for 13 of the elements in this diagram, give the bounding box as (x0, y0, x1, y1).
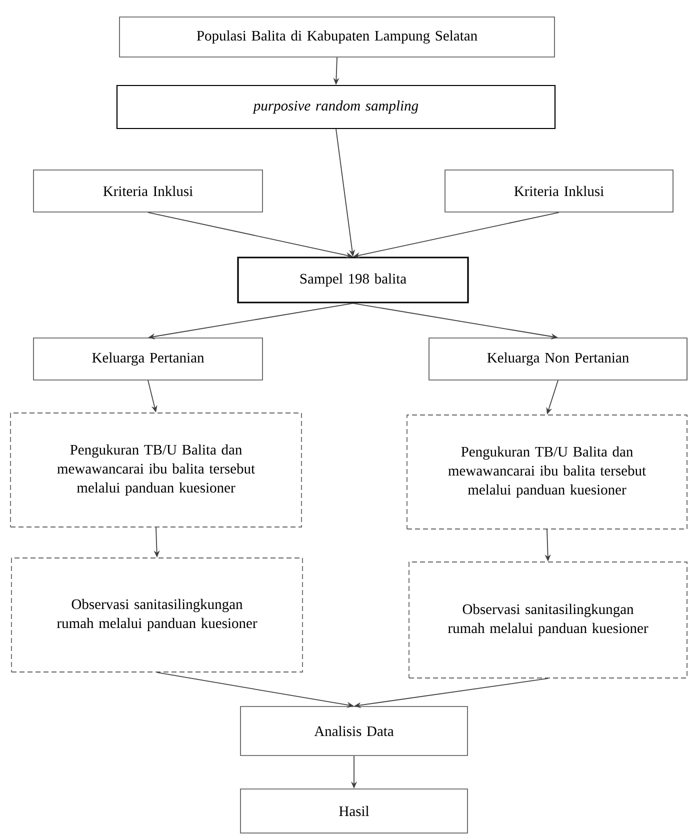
process-box: Keluarga Non Pertanian (428, 338, 688, 380)
process-box: purposive random sampling (116, 84, 556, 130)
process-box: Kriteria Inklusi (33, 170, 263, 212)
dashed-process-box: Observasi sanitasilingkungan rumah melalui panduan kuesioner (408, 562, 688, 678)
dashed-process-box: Observasi sanitasilingkungan rumah melalui panduan kuesioner (11, 558, 303, 672)
process-box: Kriteria Inklusi (444, 170, 674, 212)
process-box: Sampel 198 balita (237, 256, 469, 304)
dashed-process-box: Pengukuran TB/U Balita dan mewawancarai ibu balita tersebut melalui panduan kuesioner (10, 412, 302, 528)
process-box: Analisis Data (240, 706, 468, 756)
process-box: Keluarga Pertanian (33, 338, 263, 380)
process-box: Populasi Balita di Kabupaten Lampung Selatan (119, 16, 555, 58)
dashed-process-box: Pengukuran TB/U Balita dan mewawancarai ibu balita tersebut melalui panduan kuesioner (406, 414, 688, 530)
process-box: Hasil (240, 788, 468, 834)
